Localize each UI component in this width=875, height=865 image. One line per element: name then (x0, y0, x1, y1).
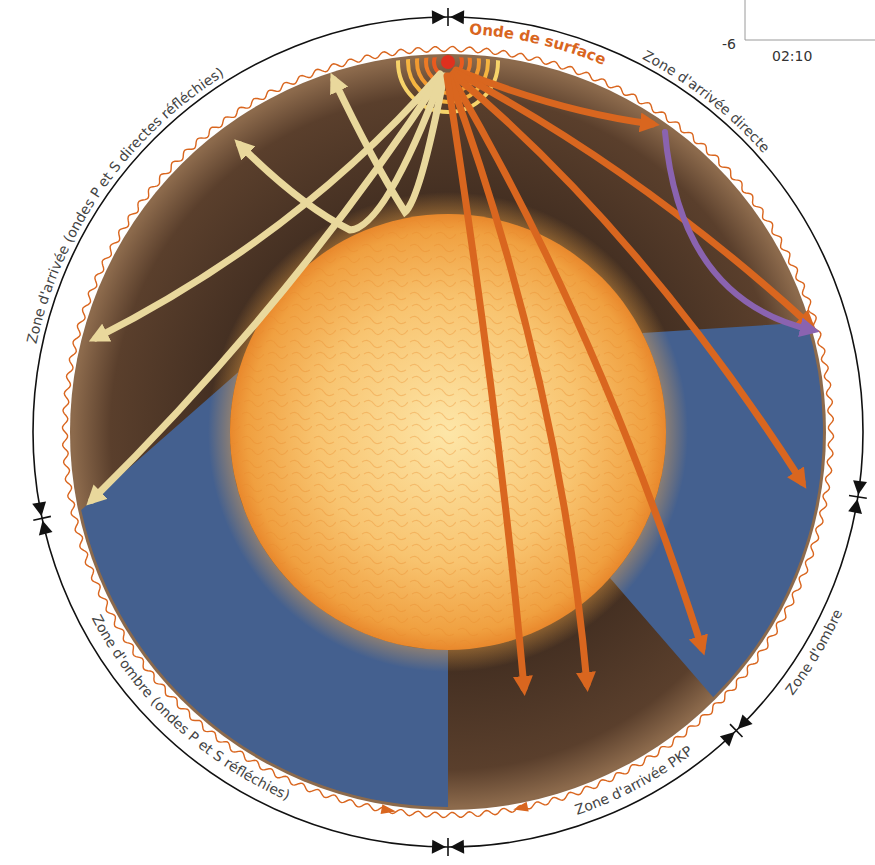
zone-ring (32, 8, 867, 856)
zone-tick (33, 516, 51, 520)
zone-tick (849, 496, 867, 499)
zone-arrowhead (32, 501, 46, 516)
axis-label: -6 (722, 36, 736, 52)
axis-line (745, 40, 875, 41)
zone-label: Zone d'ombre (ondes P et S réfléchies) (89, 612, 293, 803)
zone-arrowhead (738, 714, 753, 729)
surface-wave-line (63, 47, 834, 818)
zone-arrowhead (432, 10, 446, 24)
zone-arrowhead (853, 480, 867, 495)
zone-tick (447, 838, 449, 856)
zone-label: Zone d'arrivée PKP (573, 743, 696, 818)
zone-label: Zone d'arrivée (ondes P et S directes ré… (24, 64, 227, 345)
zone-arrowhead (720, 732, 735, 747)
zone-label: Zone d'ombre (782, 607, 845, 698)
zone-arrowhead (432, 840, 446, 854)
direct-rays (447, 70, 810, 688)
mantle (73, 57, 823, 807)
axis-label: 02:10 (772, 48, 812, 64)
converted-ray (665, 132, 812, 330)
zone-arrowhead (450, 10, 464, 24)
zone-tick (447, 8, 449, 26)
zone-arrowhead (848, 499, 862, 514)
zone-arrowhead (39, 520, 53, 535)
core-glow (208, 192, 688, 672)
focus (441, 55, 455, 69)
surface-wave (63, 47, 834, 818)
crust (70, 54, 826, 810)
zone-label: Zone d'arrivée directe (640, 47, 773, 156)
wave-arrowhead (513, 802, 529, 812)
wave-arrowhead (381, 804, 396, 814)
zone-arrowhead (450, 840, 464, 854)
wave-label: Onde de surface (469, 20, 609, 69)
zone-circle (33, 17, 863, 847)
axis-line (745, 0, 746, 40)
